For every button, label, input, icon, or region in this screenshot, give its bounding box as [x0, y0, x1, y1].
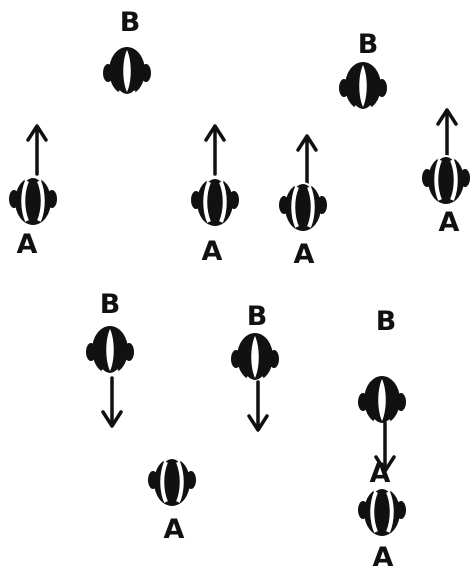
- label-a: A: [17, 229, 38, 260]
- arrow-up-icon: [26, 124, 48, 176]
- head-b-icon: [357, 375, 407, 425]
- label-a: A: [202, 236, 223, 267]
- label-b: B: [358, 29, 379, 60]
- head-b-icon: [85, 325, 135, 375]
- label-b: B: [376, 306, 397, 337]
- arrow-up-icon: [436, 108, 458, 160]
- label-a: A: [373, 542, 394, 572]
- arrow-up-icon: [296, 134, 318, 186]
- head-a-icon: [189, 176, 241, 228]
- label-b: B: [247, 301, 268, 332]
- arrow-up-icon: [204, 124, 226, 176]
- label-a: A: [294, 239, 315, 270]
- head-b-icon: [102, 46, 152, 96]
- arrow-down-icon: [247, 380, 269, 432]
- head-a-icon: [356, 486, 408, 538]
- head-a-icon: [277, 181, 329, 233]
- label-a-small: A: [370, 458, 391, 489]
- arrow-down-icon: [101, 376, 123, 428]
- label-a: A: [164, 514, 185, 545]
- label-a: A: [439, 207, 460, 238]
- head-a-icon: [7, 175, 59, 227]
- head-b-icon: [230, 332, 280, 382]
- head-a-icon: [420, 154, 472, 206]
- label-b: B: [120, 7, 141, 38]
- label-b: B: [100, 289, 121, 320]
- head-a-icon: [146, 456, 198, 508]
- head-b-icon: [338, 61, 388, 111]
